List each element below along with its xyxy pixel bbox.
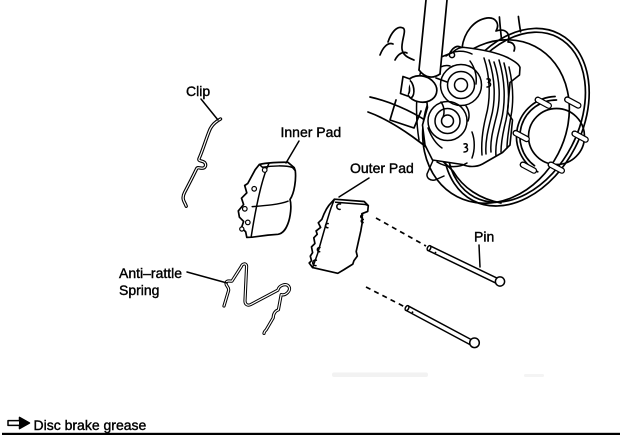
svg-text:Spring: Spring <box>119 282 159 298</box>
svg-text:Inner Pad: Inner Pad <box>281 124 342 140</box>
svg-text:Anti–rattle: Anti–rattle <box>119 265 182 281</box>
svg-text:Disc brake grease: Disc brake grease <box>34 417 147 433</box>
svg-text:Clip: Clip <box>186 83 210 99</box>
svg-text:Outer Pad: Outer Pad <box>350 160 414 176</box>
svg-text:Pin: Pin <box>474 229 494 245</box>
